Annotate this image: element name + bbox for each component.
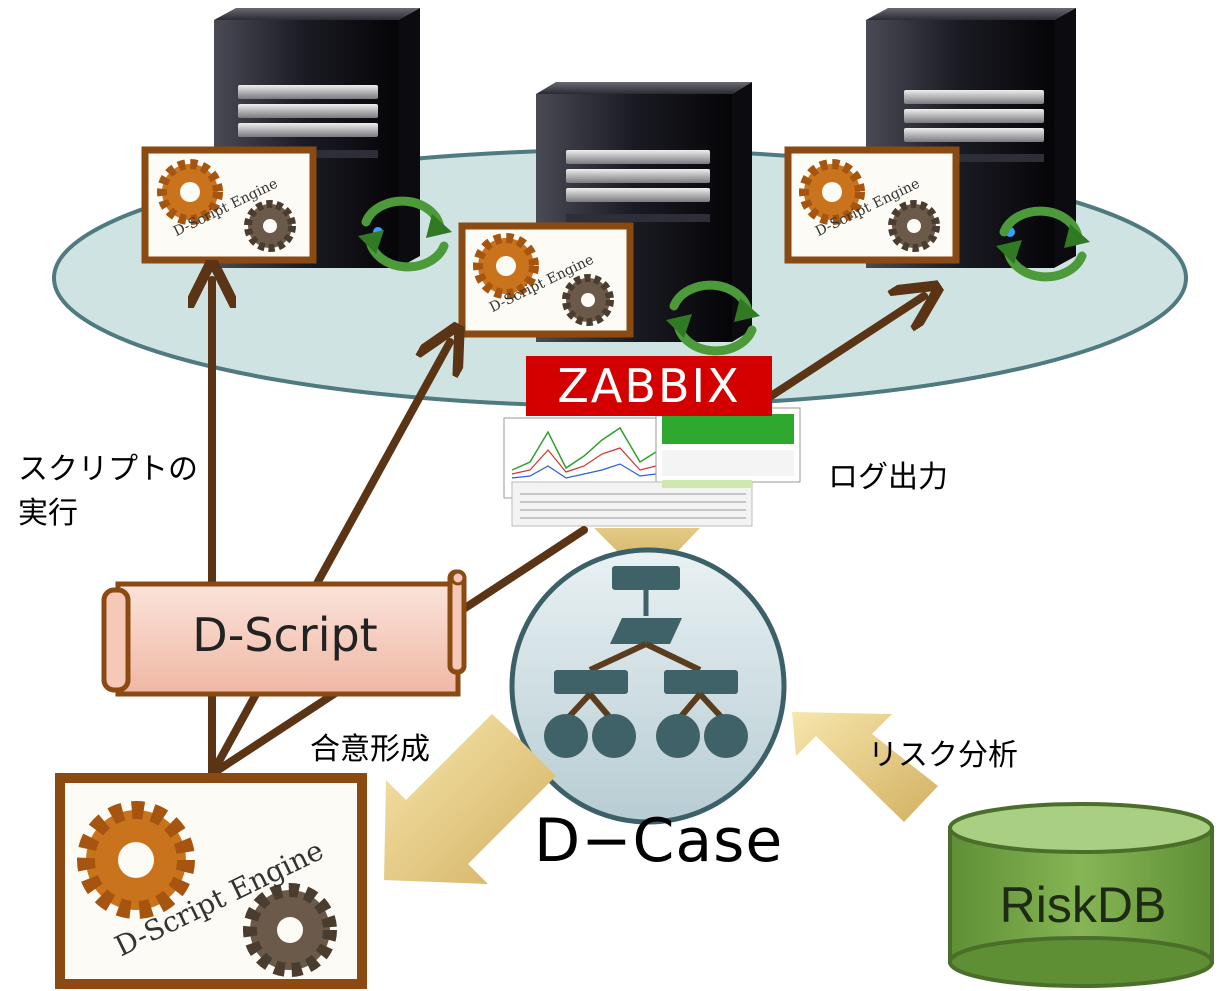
sync-icon [666,280,760,356]
sync-icon [358,196,452,272]
dscript-scroll [101,569,467,697]
engine-card-2 [458,222,634,338]
zabbix-logo: ZABBIX [526,356,772,416]
engine-card-main [55,773,367,989]
riskdb-label: RiskDB [999,877,1167,933]
consensus-arrow [384,714,556,884]
dcase-icon [509,547,787,825]
run-script-label: スクリプトの実行 [18,452,198,531]
engine-card-3 [784,146,960,264]
risk-analysis-arrow [792,712,938,822]
sync-icon [996,206,1090,282]
risk-analysis-label: リスク分析 [868,738,1018,773]
riskdb-icon [948,802,1214,988]
dcase-label: D−Case [534,806,784,876]
log-screenshot [503,407,801,527]
log-output-label: ログ出力 [828,460,948,495]
dscript-label: D-Script [192,608,378,662]
engine-card-1 [141,146,317,264]
consensus-label: 合意形成 [310,732,430,767]
